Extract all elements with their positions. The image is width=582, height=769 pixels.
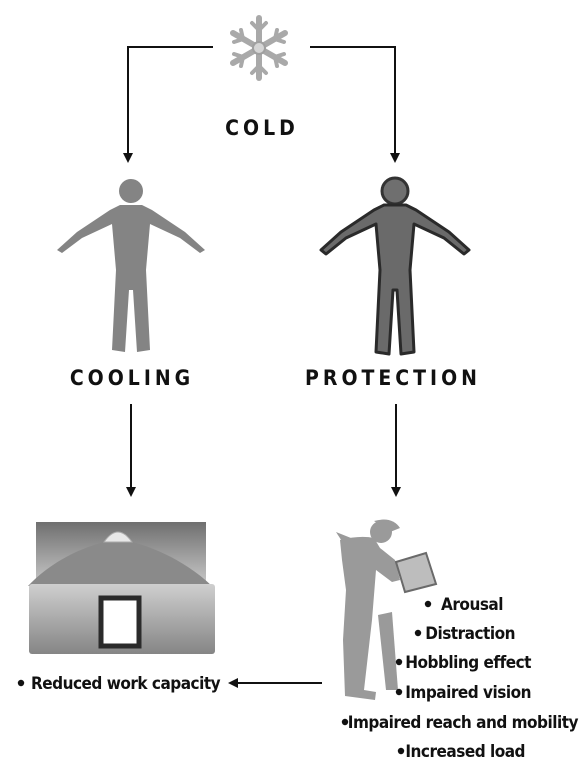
bed-sick-person-icon xyxy=(28,522,215,654)
right-effects: Arousal Distraction Hobbling effect Impa… xyxy=(342,595,579,762)
cooled-person-icon xyxy=(57,179,205,352)
right-effect-item: Impaired vision xyxy=(405,683,531,703)
right-effect-item: Hobbling effect xyxy=(405,653,531,673)
cold-label: COLD xyxy=(225,116,299,140)
left-effect-item: Reduced work capacity xyxy=(31,674,221,694)
right-effect-item: Arousal xyxy=(441,595,503,615)
protected-person-icon xyxy=(321,178,469,354)
right-effect-item: Impaired reach and mobility xyxy=(348,713,579,733)
cooling-label: COOLING xyxy=(70,366,194,390)
protection-label: PROTECTION xyxy=(305,366,481,390)
left-effects: Reduced work capacity xyxy=(18,674,221,694)
middle-arrows xyxy=(131,404,396,492)
right-effect-item: Distraction xyxy=(425,624,515,644)
snowflake-icon xyxy=(233,18,285,78)
right-effect-item: Increased load xyxy=(405,742,525,762)
